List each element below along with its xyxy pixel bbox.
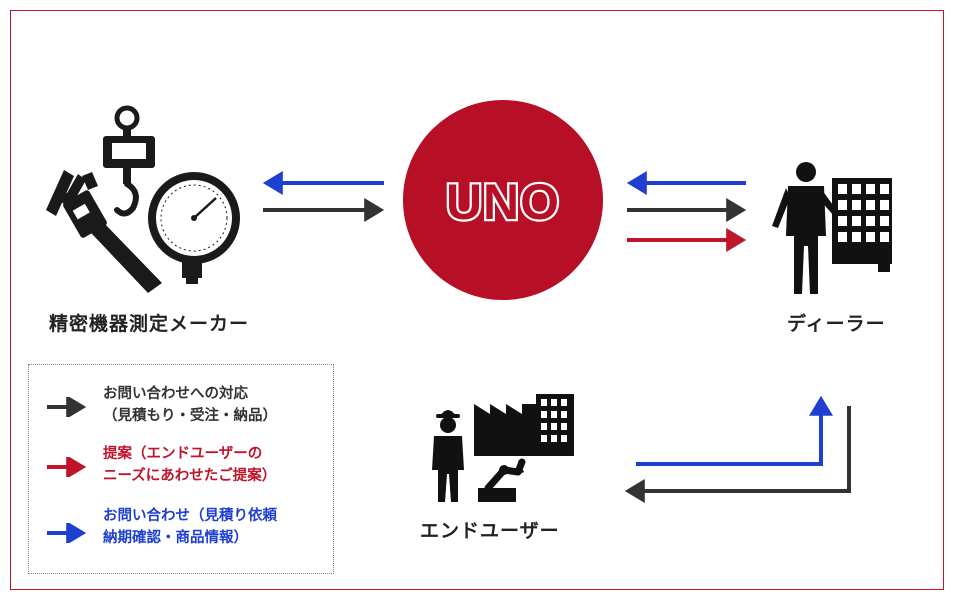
legend-text-line: お問い合わせ（見積り依頼: [103, 505, 277, 527]
dealer-icon: [772, 162, 892, 294]
uno-brand-text: UNO: [446, 174, 560, 230]
legend-text-response: お問い合わせへの対応 （見積もり・受注・納品）: [103, 383, 277, 427]
dealer-label: ディーラー: [787, 309, 886, 336]
legend-text-line: （見積もり・受注・納品）: [103, 405, 277, 427]
legend: お問い合わせへの対応 （見積もり・受注・納品） 提案（エンドユーザーの ニーズに…: [28, 364, 334, 574]
legend-text-inquiry: お問い合わせ（見積り依頼 納期確認・商品情報）: [103, 505, 277, 549]
legend-text-line: 納期確認・商品情報）: [103, 527, 277, 549]
legend-text-line: ニーズにあわせたご提案）: [103, 465, 276, 487]
end-user-icon: [432, 394, 574, 502]
end-user-label: エンドユーザー: [420, 516, 560, 543]
pressure-gauge-icon: [148, 172, 240, 284]
arrow-response-to-end-user: [628, 406, 849, 491]
uno-logo: UNO: [403, 100, 603, 300]
manufacturer-label: 精密機器測定メーカー: [49, 309, 249, 336]
caliper-icon: [46, 170, 162, 293]
legend-text-proposal: 提案（エンドユーザーの ニーズにあわせたご提案）: [103, 443, 276, 487]
legend-arrow-red: [45, 457, 91, 477]
crane-scale-icon: [103, 108, 155, 214]
legend-text-line: 提案（エンドユーザーの: [103, 443, 276, 465]
legend-text-line: お問い合わせへの対応: [103, 383, 277, 405]
legend-arrow-black: [45, 397, 91, 417]
arrow-inquiry-to-dealer: [636, 399, 821, 464]
legend-arrow-blue: [45, 523, 91, 543]
